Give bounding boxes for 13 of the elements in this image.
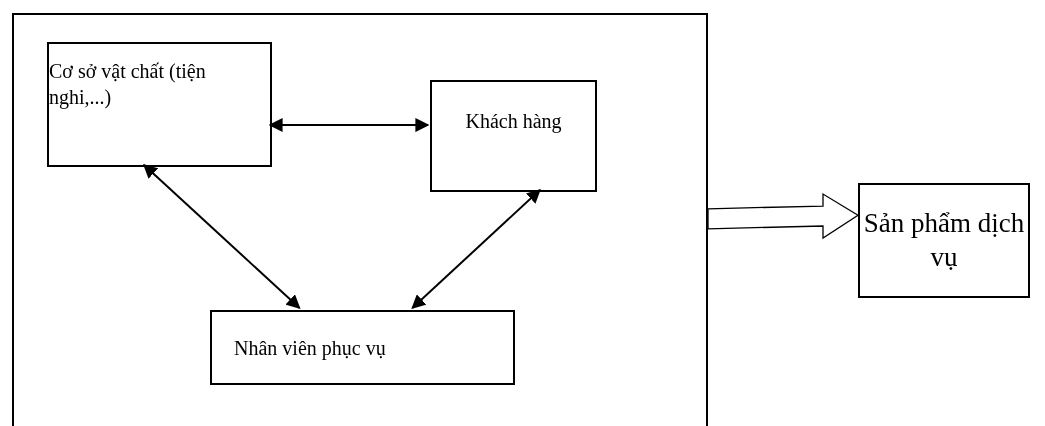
text-box [47,42,272,167]
text-box [430,80,597,192]
double-arrow [411,189,541,309]
text-box [858,183,1030,298]
double-arrow [142,164,301,309]
box-label: Cơ sở vật chất (tiện nghi,...) [49,59,207,110]
box-label: Khách hàng [465,109,562,135]
text-box [210,310,515,385]
double-arrow [268,118,430,133]
frame-box [12,13,708,426]
box-label: Nhân viên phục vụ [234,335,386,362]
hollow-arrow [707,192,860,240]
box-label: Sản phẩm dịch vụ [862,206,1026,274]
